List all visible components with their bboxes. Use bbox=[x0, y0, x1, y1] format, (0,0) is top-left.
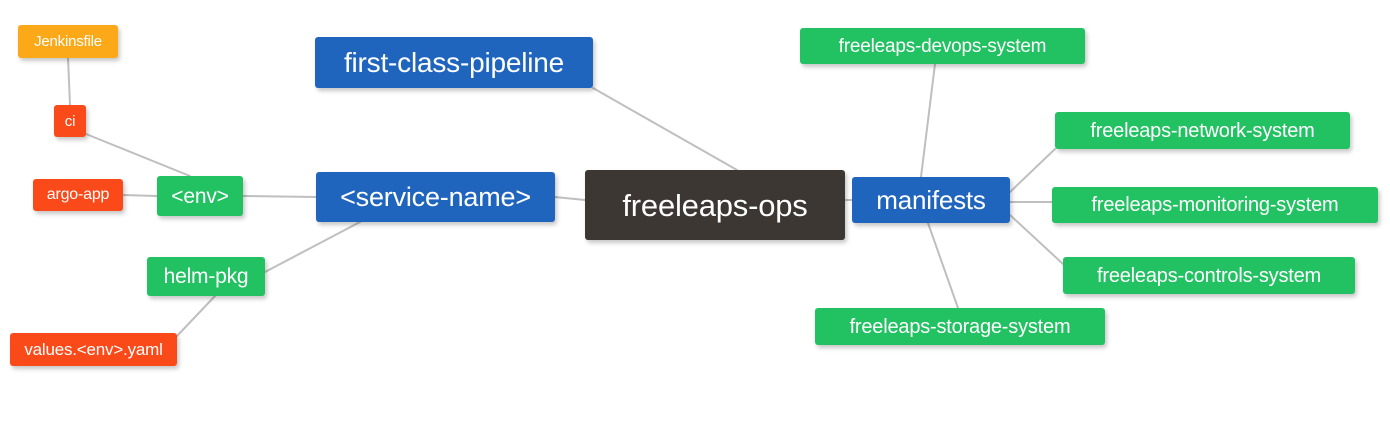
edge-helm-pkg-to-service-name bbox=[264, 221, 361, 273]
edge-freeleaps-devops-system-to-manifests bbox=[920, 63, 936, 178]
node-label-env: <env> bbox=[171, 184, 229, 208]
edge-values-yaml-to-helm-pkg bbox=[176, 295, 216, 337]
node-first-class-pipeline[interactable]: first-class-pipeline bbox=[315, 37, 593, 88]
node-manifests[interactable]: manifests bbox=[852, 177, 1010, 223]
node-label-freeleaps-ops: freeleaps-ops bbox=[622, 187, 808, 223]
node-helm-pkg[interactable]: helm-pkg bbox=[147, 257, 265, 296]
node-service-name[interactable]: <service-name> bbox=[316, 172, 555, 222]
node-argo-app[interactable]: argo-app bbox=[33, 179, 123, 211]
node-label-freeleaps-network-system: freeleaps-network-system bbox=[1090, 119, 1315, 142]
node-label-values-yaml: values.<env>.yaml bbox=[24, 340, 163, 359]
node-label-freeleaps-storage-system: freeleaps-storage-system bbox=[849, 315, 1071, 338]
node-freeleaps-devops-system[interactable]: freeleaps-devops-system bbox=[800, 28, 1085, 64]
edge-argo-app-to-env bbox=[122, 194, 158, 197]
node-label-service-name: <service-name> bbox=[340, 181, 531, 212]
edge-freeleaps-storage-system-to-manifests bbox=[927, 222, 959, 309]
edge-service-name-to-freeleaps-ops bbox=[554, 196, 586, 201]
node-label-helm-pkg: helm-pkg bbox=[163, 265, 249, 288]
node-label-manifests: manifests bbox=[876, 185, 986, 215]
node-values-yaml[interactable]: values.<env>.yaml bbox=[10, 333, 177, 366]
edge-freeleaps-network-system-to-manifests bbox=[1009, 148, 1056, 193]
node-freeleaps-ops[interactable]: freeleaps-ops bbox=[585, 170, 845, 240]
node-label-freeleaps-monitoring-system: freeleaps-monitoring-system bbox=[1091, 194, 1339, 216]
node-freeleaps-storage-system[interactable]: freeleaps-storage-system bbox=[815, 308, 1105, 345]
edge-ci-to-env bbox=[85, 133, 191, 177]
edge-jenkinsfile-to-ci bbox=[67, 57, 71, 106]
node-freeleaps-controls-system[interactable]: freeleaps-controls-system bbox=[1063, 257, 1355, 294]
node-freeleaps-network-system[interactable]: freeleaps-network-system bbox=[1055, 112, 1350, 149]
node-ci[interactable]: ci bbox=[54, 105, 86, 137]
node-env[interactable]: <env> bbox=[157, 176, 243, 216]
node-label-first-class-pipeline: first-class-pipeline bbox=[343, 46, 565, 78]
edge-env-to-service-name bbox=[242, 195, 317, 198]
node-label-freeleaps-devops-system: freeleaps-devops-system bbox=[838, 35, 1047, 57]
node-label-ci: ci bbox=[64, 112, 76, 130]
node-label-argo-app: argo-app bbox=[46, 186, 110, 203]
edge-first-class-pipeline-to-freeleaps-ops bbox=[592, 87, 738, 171]
node-jenkinsfile[interactable]: Jenkinsfile bbox=[18, 25, 118, 58]
node-label-freeleaps-controls-system: freeleaps-controls-system bbox=[1097, 264, 1321, 287]
node-freeleaps-monitoring-system[interactable]: freeleaps-monitoring-system bbox=[1052, 187, 1378, 223]
node-label-jenkinsfile: Jenkinsfile bbox=[34, 33, 102, 50]
